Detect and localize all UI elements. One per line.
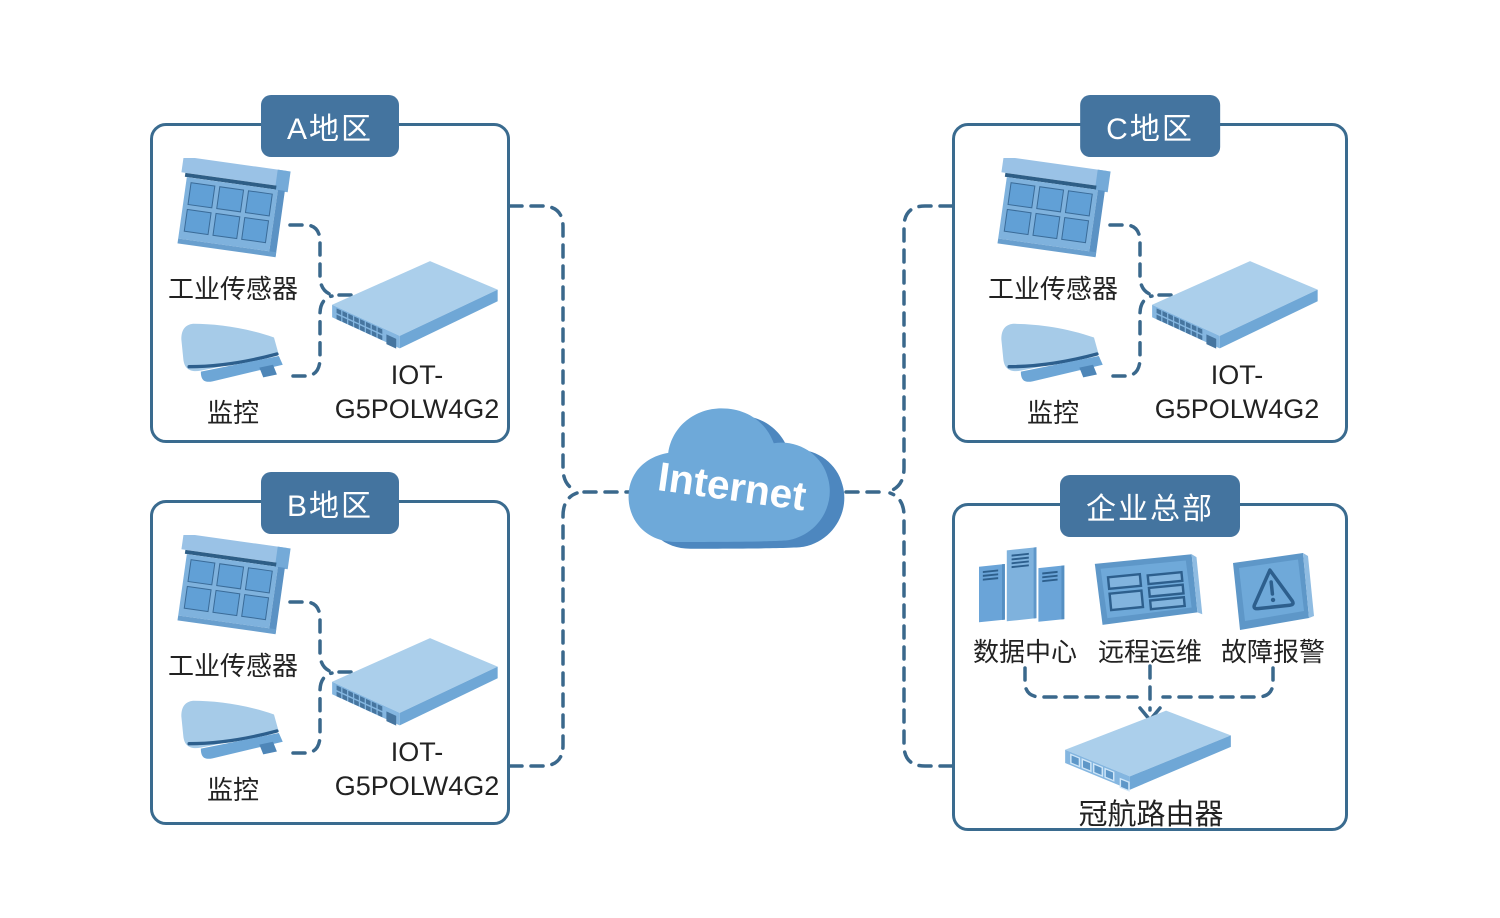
cctv-camera-icon [175, 316, 293, 394]
remote-ops-label: 远程运维 [1097, 637, 1202, 667]
dashed-link-region-b-to-internet [508, 491, 579, 768]
alarm-screen-icon [1227, 548, 1319, 638]
internet-cloud: Internet [615, 378, 857, 582]
dashed-link-hq-to-internet [888, 491, 954, 768]
industrial-sensor-icon [168, 158, 300, 272]
fault-alarm-label: 故障报警 [1220, 637, 1325, 667]
internal-connector-lines [288, 600, 353, 755]
headquarters-title-badge: 企业总部 [1060, 475, 1240, 537]
cctv-camera-icon [175, 693, 293, 771]
region-b-title-badge: B地区 [260, 472, 400, 534]
switch-device-label: IOT- G5POLW4G2 [334, 360, 500, 424]
industrial-sensor-icon [168, 535, 300, 649]
router-label: 冠航路由器 [1078, 799, 1224, 831]
region-c-box: C地区 工业传感器 监控 IOT- G5POLW4G2 [952, 95, 1348, 443]
internet-cloud-icon: Internet [628, 408, 845, 549]
switch-device-label: IOT- G5POLW4G2 [1154, 360, 1320, 424]
router-icon [1053, 704, 1243, 804]
dashed-link-region-a-to-internet [508, 204, 579, 493]
cctv-camera-icon [995, 316, 1113, 394]
switch-device-label: IOT- G5POLW4G2 [334, 737, 500, 801]
industrial-sensor-label: 工业传感器 [987, 274, 1118, 304]
cctv-camera-label: 监控 [1026, 398, 1079, 428]
region-a-box: A地区 工业传感器 监控 IOT- G5POLW4G2 [150, 95, 510, 443]
ethernet-switch-icon [1145, 254, 1323, 352]
server-rack-icon [977, 542, 1073, 634]
cctv-camera-label: 监控 [206, 775, 259, 805]
dashed-link-region-c-to-internet [888, 204, 954, 493]
cctv-camera-label: 监控 [206, 398, 259, 428]
industrial-sensor-icon [988, 158, 1120, 272]
industrial-sensor-label: 工业传感器 [167, 274, 298, 304]
industrial-sensor-label: 工业传感器 [167, 651, 298, 681]
internal-connector-lines [1108, 223, 1173, 378]
ethernet-switch-icon [325, 254, 503, 352]
headquarters-box: 企业总部 数据中心 远程运维 故障报警 冠航路由器 [952, 475, 1348, 831]
internal-connector-lines [288, 223, 353, 378]
region-a-title-badge: A地区 [260, 95, 400, 157]
data-center-label: 数据中心 [972, 637, 1077, 667]
region-c-title-badge: C地区 [1080, 95, 1220, 157]
monitoring-screen-icon [1089, 550, 1211, 634]
ethernet-switch-icon [325, 631, 503, 729]
region-b-box: B地区 工业传感器 监控 IOT- G5POLW4G2 [150, 472, 510, 825]
